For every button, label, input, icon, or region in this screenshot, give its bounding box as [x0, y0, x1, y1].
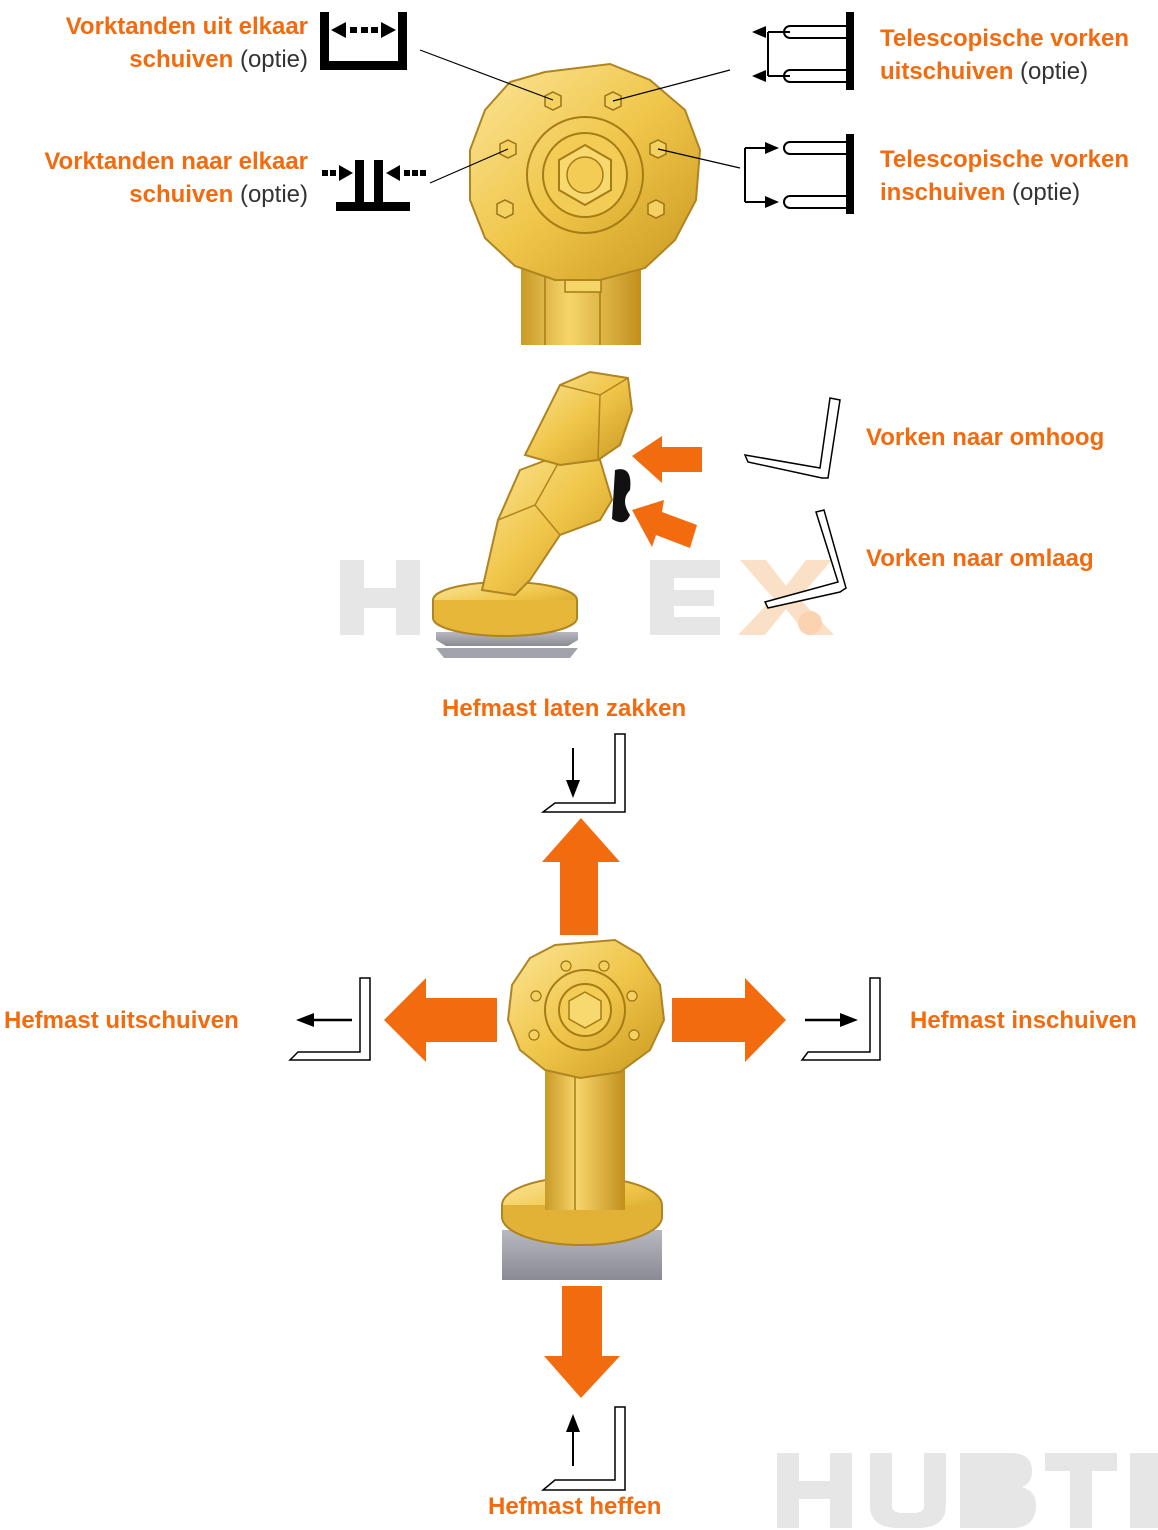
telescopic-in-icon [744, 134, 854, 214]
label-fork-close-main: schuiven [129, 181, 234, 208]
label-telescopic-in: Telescopische vorken inschuiven (optie) [880, 143, 1129, 209]
label-fork-spread-line2: schuiven (optie) [66, 43, 308, 76]
watermark-logo [777, 1453, 1158, 1528]
label-telescopic-in-line1: Telescopische vorken [880, 146, 1129, 173]
label-telescopic-in-line2: inschuiven (optie) [880, 176, 1129, 209]
orange-arrow-forks-down [632, 500, 697, 548]
label-mast-lower: Hefmast laten zakken [442, 695, 687, 722]
label-telescopic-out-option: (optie) [1020, 58, 1089, 85]
label-fork-spread-option: (optie) [239, 46, 308, 73]
fork-tilt-down-icon [763, 509, 847, 609]
label-fork-spread-main: schuiven [129, 46, 234, 73]
joystick-top-view [419, 49, 741, 345]
mast-retract-icon [800, 977, 881, 1061]
fork-close-icon [322, 160, 426, 211]
label-telescopic-out-line2: uitschuiven (optie) [880, 55, 1129, 88]
orange-arrow-forks-up [632, 436, 702, 483]
mast-raise-icon [540, 1406, 626, 1491]
label-fork-spread-line1: Vorktanden uit elkaar [65, 13, 308, 40]
fork-spread-icon [320, 12, 407, 70]
orange-arrow-raise-mast [544, 1286, 620, 1398]
label-fork-close-line1: Vorktanden naar elkaar [44, 148, 308, 175]
orange-arrow-lower-mast [542, 818, 620, 935]
label-mast-raise: Hefmast heffen [488, 1493, 662, 1520]
label-fork-close: Vorktanden naar elkaar schuiven (optie) [44, 145, 308, 211]
orange-arrow-extend-mast [384, 978, 497, 1062]
joystick-side-view [432, 370, 634, 658]
label-forks-down: Vorken naar omlaag [866, 545, 1094, 572]
label-telescopic-out-main: uitschuiven [880, 58, 1014, 85]
mast-lower-icon [540, 733, 626, 813]
label-fork-close-option: (optie) [239, 181, 308, 208]
watermark-mid [340, 560, 834, 635]
label-mast-extend: Hefmast uitschuiven [4, 1007, 239, 1034]
label-telescopic-in-option: (optie) [1012, 179, 1081, 206]
orange-arrow-retract-mast [672, 978, 786, 1062]
label-mast-retract: Hefmast inschuiven [910, 1007, 1137, 1034]
fork-tilt-up-icon [743, 397, 841, 479]
label-fork-spread: Vorktanden uit elkaar schuiven (optie) [66, 10, 308, 76]
mast-extend-icon [288, 977, 371, 1061]
label-forks-up: Vorken naar omhoog [866, 424, 1105, 451]
label-telescopic-out-line1: Telescopische vorken [880, 25, 1129, 52]
telescopic-out-icon [752, 12, 854, 90]
label-telescopic-out: Telescopische vorken uitschuiven (optie) [880, 22, 1129, 88]
label-fork-close-line2: schuiven (optie) [44, 178, 308, 211]
label-telescopic-in-main: inschuiven [880, 179, 1006, 206]
joystick-bottom-view [501, 938, 666, 1280]
